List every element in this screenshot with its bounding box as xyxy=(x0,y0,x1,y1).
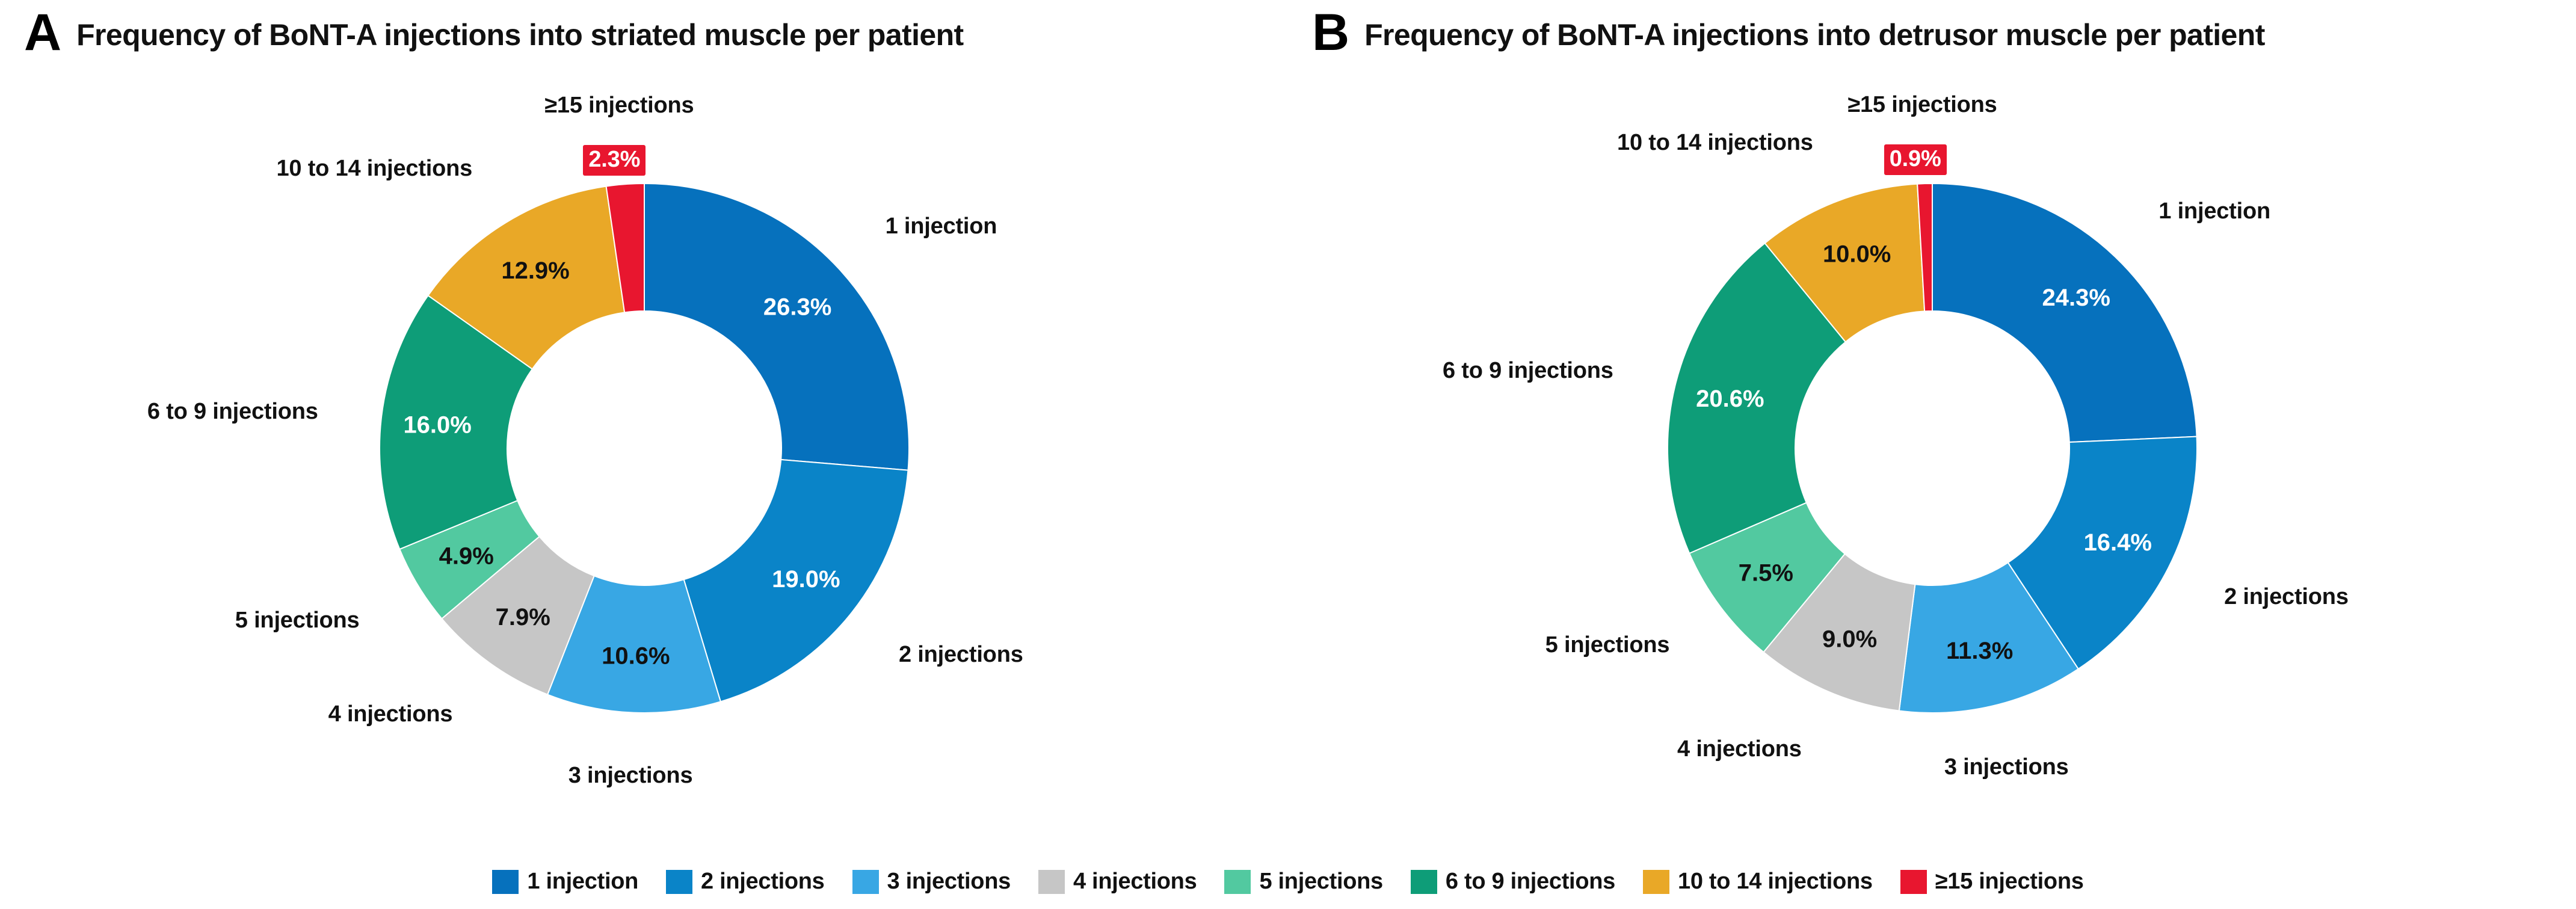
slice-outer-label: 4 injections xyxy=(328,701,453,727)
slice-value-label: 19.0% xyxy=(772,566,840,593)
panel-a-donut-area: 26.3% 19.0% 10.6% 7.9% 4.9% 16.0% 12.9% 2.3% 1 … xyxy=(0,72,1288,824)
slice-outer-label: 6 to 9 injections xyxy=(1442,357,1613,383)
slice-outer-label: 3 injections xyxy=(1944,754,2069,780)
slice-value-label: 10.6% xyxy=(602,643,670,670)
donut-slice xyxy=(378,294,533,550)
legend-swatch-icon xyxy=(852,869,879,894)
panel-b-title: Frequency of BoNT-A injections into detr… xyxy=(1364,18,2265,52)
legend-swatch-icon xyxy=(1410,869,1437,894)
legend-swatch-icon xyxy=(1642,869,1669,894)
slice-outer-label: 2 injections xyxy=(898,641,1023,667)
slice-outer-label: 4 injections xyxy=(1677,736,1802,762)
legend-label: 2 injections xyxy=(701,869,825,894)
slice-outer-label: 3 injections xyxy=(568,763,693,789)
panel-b-letter: B xyxy=(1312,4,1349,61)
slice-value-label: 7.9% xyxy=(495,604,550,630)
donut-chart-a: 26.3% 19.0% 10.6% 7.9% 4.9% 16.0% 12.9% xyxy=(378,182,910,713)
slice-value-badge: 0.9% xyxy=(1884,144,1947,175)
slice-value-label: 9.0% xyxy=(1822,626,1877,653)
slice-value-label: 4.9% xyxy=(439,543,493,570)
slice-outer-label: 1 injection xyxy=(885,213,997,239)
panel-b-donut-area: 24.3% 16.4% 11.3% 9.0% 7.5% 20.6% 10.0% 0.9% 1 … xyxy=(1288,72,2576,824)
donut-slice xyxy=(605,182,645,313)
slice-value-label: 26.3% xyxy=(763,294,831,321)
legend-label: 5 injections xyxy=(1259,869,1383,894)
legend-item[interactable]: 1 injection xyxy=(492,869,638,895)
legend-swatch-icon xyxy=(1900,869,1927,894)
slice-outer-label: 2 injections xyxy=(2224,584,2349,609)
panel-b-header: B Frequency of BoNT-A injections into de… xyxy=(1288,7,2576,63)
panel-b: B Frequency of BoNT-A injections into de… xyxy=(1288,0,2576,830)
donut-slice xyxy=(643,182,910,471)
slice-value-label: 12.9% xyxy=(501,257,569,284)
slice-outer-label: 5 injections xyxy=(235,608,360,633)
slice-value-label: 11.3% xyxy=(1946,638,2013,664)
legend-item[interactable]: 6 to 9 injections xyxy=(1410,869,1615,895)
slice-outer-label: 5 injections xyxy=(1545,632,1670,658)
slice-outer-label: 10 to 14 injections xyxy=(276,155,473,181)
legend-label: 6 to 9 injections xyxy=(1445,869,1615,894)
slice-outer-label: 1 injection xyxy=(2158,198,2271,224)
panel-a-letter: A xyxy=(24,4,61,61)
legend-swatch-icon xyxy=(492,869,519,894)
slice-value-label: 20.6% xyxy=(1696,386,1764,412)
donut-slice xyxy=(1898,561,2079,713)
legend-item[interactable]: 4 injections xyxy=(1038,869,1197,895)
slice-value-label: 7.5% xyxy=(1738,560,1793,587)
slice-outer-label: ≥15 injections xyxy=(544,92,694,118)
legend-label: ≥15 injections xyxy=(1935,869,2084,894)
slice-value-label: 24.3% xyxy=(2042,285,2110,311)
legend-item[interactable]: ≥15 injections xyxy=(1900,869,2084,895)
chart-legend: 1 injection 2 injections 3 injections 4 inj… xyxy=(0,869,2576,895)
donut-slice xyxy=(427,185,625,370)
legend-item[interactable]: 3 injections xyxy=(852,869,1011,895)
slice-value-badge: 2.3% xyxy=(583,144,646,176)
donut-slice xyxy=(1666,242,1846,555)
panel-a-header: A Frequency of BoNT-A injections into st… xyxy=(0,7,1288,63)
legend-label: 1 injection xyxy=(527,869,639,894)
slice-outer-label: 10 to 14 injections xyxy=(1617,129,1813,155)
slice-value-label: 10.0% xyxy=(1822,241,1890,268)
slice-outer-label: ≥15 injections xyxy=(1847,91,1997,117)
panel-a-title: Frequency of BoNT-A injections into stri… xyxy=(76,18,964,52)
legend-swatch-icon xyxy=(1224,869,1251,894)
legend-swatch-icon xyxy=(666,869,693,894)
slice-value-label: 16.0% xyxy=(403,411,471,438)
donut-slice xyxy=(2006,436,2198,670)
slice-outer-label: 6 to 9 injections xyxy=(147,398,318,424)
legend-item[interactable]: 5 injections xyxy=(1224,869,1383,895)
donut-slice xyxy=(1931,182,2198,443)
legend-label: 3 injections xyxy=(887,869,1011,894)
slice-value-label: 16.4% xyxy=(2083,529,2151,556)
donut-slice xyxy=(682,458,909,703)
donut-slice xyxy=(1916,182,1933,312)
legend-item[interactable]: 2 injections xyxy=(666,869,825,895)
legend-label: 10 to 14 injections xyxy=(1677,869,1873,894)
donut-chart-b: 24.3% 16.4% 11.3% 9.0% 7.5% 20.6% 10.0% xyxy=(1666,182,2198,713)
panel-a: A Frequency of BoNT-A injections into st… xyxy=(0,0,1288,830)
legend-label: 4 injections xyxy=(1073,869,1197,894)
legend-swatch-icon xyxy=(1038,869,1065,894)
legend-item[interactable]: 10 to 14 injections xyxy=(1642,869,1873,895)
